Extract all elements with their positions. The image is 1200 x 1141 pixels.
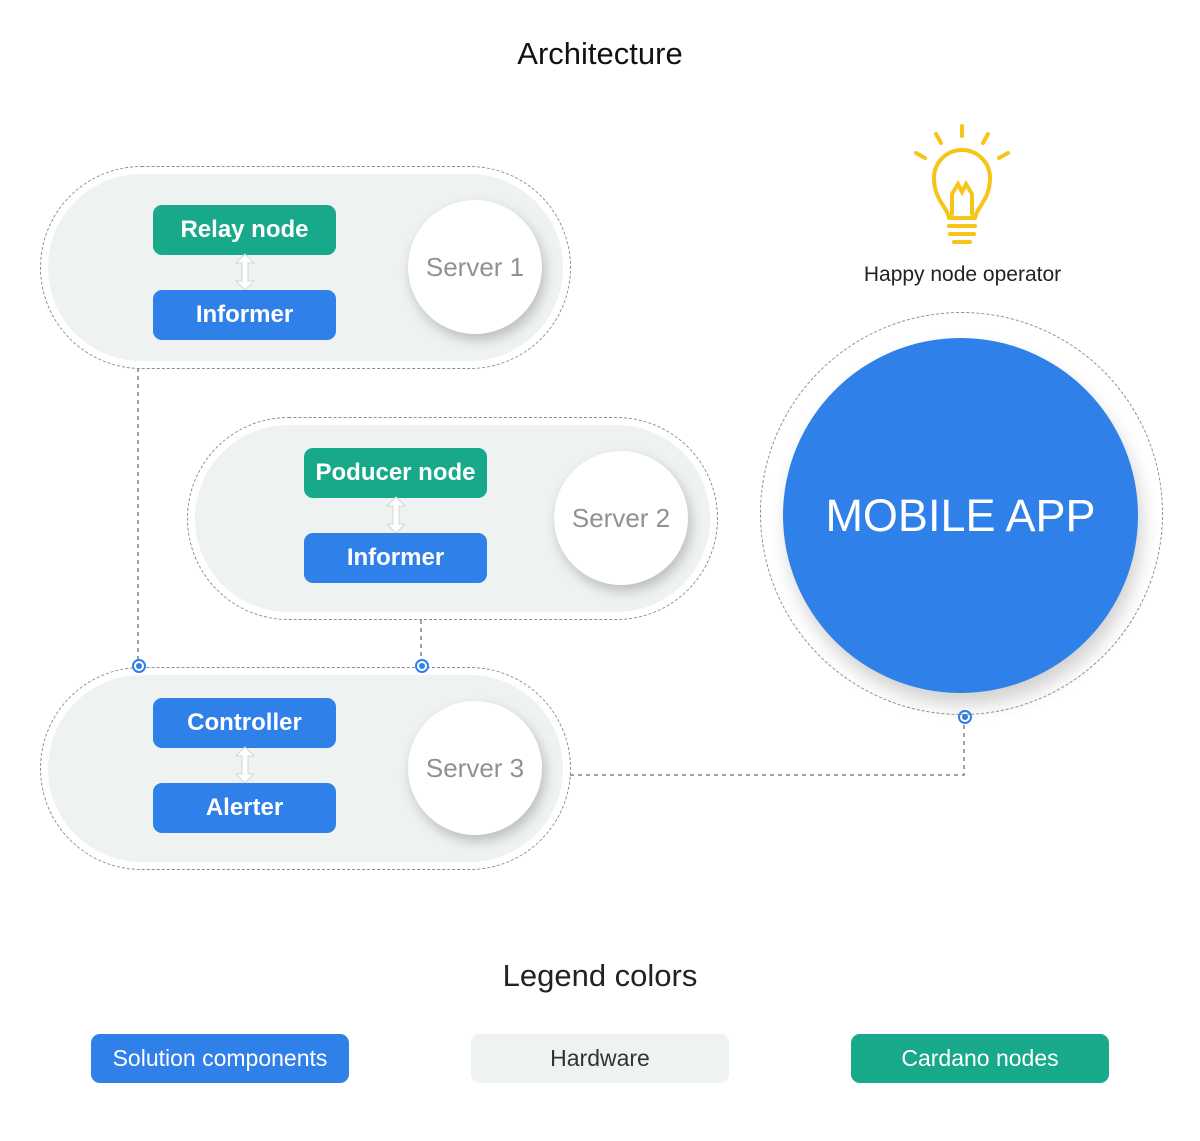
server2-group-outline: [187, 417, 718, 620]
legend-cardano-nodes: Cardano nodes: [851, 1034, 1109, 1083]
connector-dot-icon: [415, 659, 429, 673]
informer-box: Informer: [153, 290, 336, 340]
server3-circle: Server 3: [408, 701, 542, 835]
server3-group-outline: [40, 667, 571, 870]
bidirectional-arrow-icon: [385, 496, 407, 534]
server2-circle: Server 2: [554, 451, 688, 585]
wire-server3-to-mobile: [570, 716, 965, 776]
server1-circle: Server 1: [408, 200, 542, 334]
bidirectional-arrow-icon: [234, 746, 256, 784]
informer-box: Informer: [304, 533, 487, 583]
lightbulb-icon: [914, 124, 1010, 244]
relay-node-box: Relay node: [153, 205, 336, 255]
diagram-title: Architecture: [517, 36, 683, 71]
operator-label: Happy node operator: [863, 263, 1062, 286]
alerter-box: Alerter: [153, 783, 336, 833]
server1-group-outline: [40, 166, 571, 369]
controller-box: Controller: [153, 698, 336, 748]
producer-node-box: Poducer node: [304, 448, 487, 498]
legend-solution-components: Solution components: [91, 1034, 349, 1083]
legend-hardware: Hardware: [471, 1034, 729, 1083]
legend-title: Legend colors: [502, 958, 698, 993]
bidirectional-arrow-icon: [234, 253, 256, 291]
mobile-app-circle: MOBILE APP: [783, 338, 1138, 693]
connector-dot-icon: [132, 659, 146, 673]
mobile-app-outline: [760, 312, 1163, 715]
